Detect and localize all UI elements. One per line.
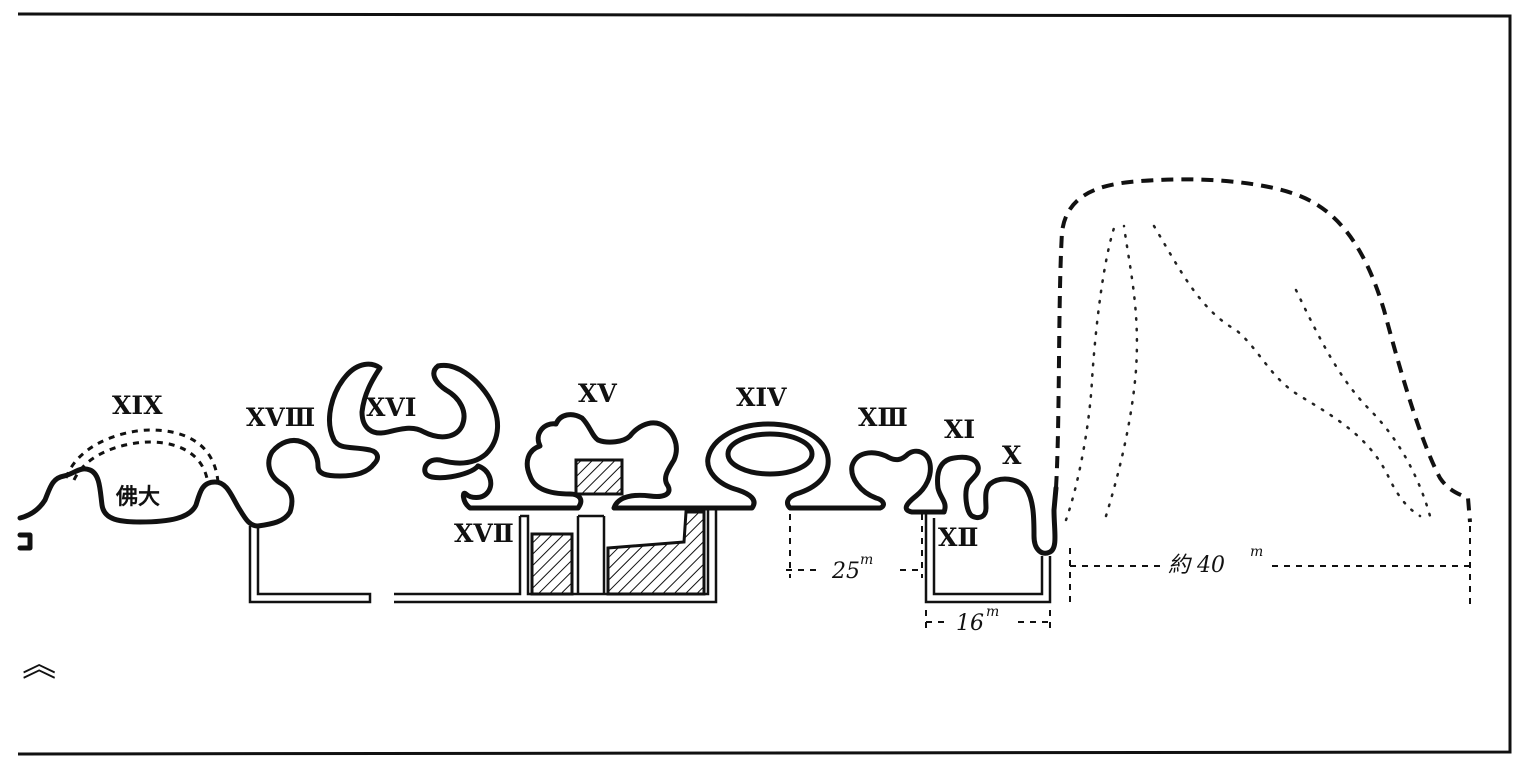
hatched-block-right xyxy=(606,510,706,596)
cave-label-11: ⅩⅠ xyxy=(944,415,975,444)
dim-40-unit: m xyxy=(1250,544,1263,560)
cave-label-12: ⅩⅡ xyxy=(938,523,978,552)
cave-label-17: ⅩⅤⅡ xyxy=(454,519,514,548)
wall-lower-middle xyxy=(394,506,718,604)
cave-11-outline xyxy=(935,454,1059,556)
hatched-block-left xyxy=(530,532,574,596)
wall-lower-left xyxy=(248,526,372,604)
cave-14-inner-ring xyxy=(725,431,815,477)
cave-label-10: Ⅹ xyxy=(1002,441,1022,470)
collapsed-area-outline xyxy=(1054,177,1472,523)
collapsed-dots-1 xyxy=(1064,226,1116,522)
cave-label-14: ⅩⅠⅤ xyxy=(736,383,787,412)
cave-label-13: ⅩⅢ xyxy=(858,403,908,432)
dim-25-unit: m xyxy=(860,552,873,568)
cave-17-loop xyxy=(460,463,581,511)
cave-label-18: ⅩⅤⅢ xyxy=(246,403,315,432)
ground-left xyxy=(17,466,261,529)
buddha-arch-inner xyxy=(72,440,210,485)
cave-14-outer xyxy=(701,421,883,511)
dim-40-line xyxy=(1069,526,1471,604)
pillar-center xyxy=(576,514,606,594)
collapsed-dots-2 xyxy=(1104,224,1139,518)
dim-40-value: 約 40 xyxy=(1168,553,1225,578)
hatched-block-top xyxy=(574,458,624,496)
cave-label-16: ⅩⅤⅠ xyxy=(366,393,417,422)
cave-label-19: ⅩⅠⅩ xyxy=(112,391,163,420)
ground-left-stub xyxy=(17,532,33,551)
cave-18-outline xyxy=(255,437,377,529)
cave-16-outline xyxy=(327,361,501,481)
collapsed-dots-3 xyxy=(1152,224,1422,518)
cave-13-outline xyxy=(849,448,947,515)
frame-border xyxy=(17,12,1512,756)
dim-16-unit: m xyxy=(986,604,999,620)
cave-label-15: ⅩⅤ xyxy=(578,379,617,408)
cave-12-enclosure xyxy=(924,512,1052,604)
corner-glyph: 《 xyxy=(17,646,57,680)
cave-15-outline xyxy=(524,412,707,511)
dim-25-line xyxy=(786,514,924,578)
dim-16-value: 16 xyxy=(956,611,984,636)
dim-25-value: 25 xyxy=(831,559,860,584)
buddha-label: 佛大 xyxy=(115,485,160,510)
